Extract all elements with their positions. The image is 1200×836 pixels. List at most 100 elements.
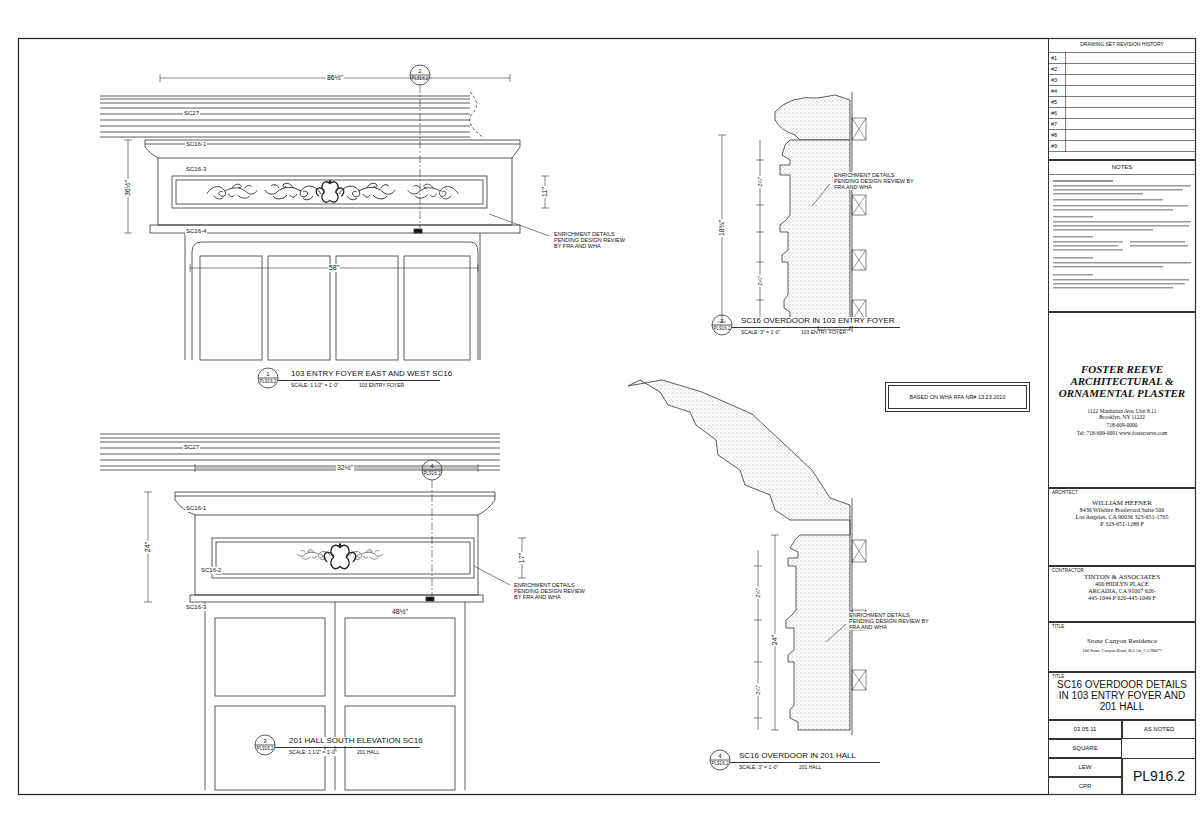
note-text: ENRICHMENT DETAILS PENDING DESIGN REVIEW…	[848, 612, 930, 630]
notes-text-lines	[1053, 274, 1093, 276]
section-103-foyer	[780, 140, 850, 330]
elevation-103-foyer	[410, 75, 430, 76]
title-block-text: SC16 OVERDOOR DETAILS IN 103 ENTRY FOYER…	[1052, 679, 1192, 712]
section-103-foyer	[775, 95, 850, 140]
section-201-hall	[730, 762, 880, 763]
notes-text-lines	[1053, 283, 1185, 285]
elevation-103-foyer	[185, 233, 480, 360]
title-block-text: PL916.2	[1133, 768, 1185, 784]
notes-text-lines	[1053, 241, 1123, 243]
elevation-201-hall	[422, 470, 442, 471]
elevation-103-foyer	[158, 158, 512, 225]
title-block-text: ARCHITECT	[1052, 490, 1078, 495]
section-103-foyer	[712, 315, 732, 335]
elevation-201-hall	[100, 434, 526, 790]
notes-text-lines	[1053, 180, 1191, 289]
elevation-103-foyer	[124, 74, 549, 272]
elevation-103-foyer	[258, 368, 278, 388]
elevation-103-foyer	[145, 140, 520, 158]
notes-text-lines	[1053, 185, 1191, 187]
notes-text-lines	[1053, 225, 1189, 227]
notes-text-lines	[1053, 221, 1191, 223]
notes-text-lines	[1053, 229, 1153, 231]
title-block-text: CPR	[1079, 783, 1092, 790]
section-201-hall	[710, 750, 730, 770]
notes-text-lines	[1130, 241, 1185, 243]
sheet-title-block: TITLESC16 OVERDOOR DETAILS IN 103 ENTRY …	[1048, 672, 1196, 720]
notes-panel: NOTES	[1048, 160, 1196, 312]
enrichment-ornament	[207, 184, 257, 199]
title-block-text: Stone Canyon Residence	[1087, 637, 1157, 645]
drawing-label: 48½"	[391, 608, 409, 616]
callout-number: PL916.2	[257, 747, 274, 752]
section-201-hall	[628, 380, 850, 520]
section-103-foyer	[712, 325, 732, 326]
elevation-201-hall	[255, 745, 275, 746]
drawing-label: SCALE: 1 1/2" = 1'-0"	[288, 750, 338, 756]
notes-text-lines	[1053, 205, 1188, 207]
note-box: BASED ON WHA RFA NR# 13.23.2010	[885, 382, 1030, 412]
elevation-201-hall	[474, 566, 510, 585]
elevation-103-foyer	[420, 85, 421, 228]
drawing-label: 36½"	[124, 179, 132, 197]
elevation-103-foyer	[410, 65, 430, 85]
title-block-text: 718-609-0090	[1106, 422, 1137, 428]
title-block-text: AS NOTED	[1144, 726, 1175, 733]
elevation-201-hall	[345, 618, 455, 696]
drawing-label: 2¼"	[755, 684, 761, 696]
elevation-103-foyer	[100, 65, 549, 388]
drawing-label: SC16-4	[185, 228, 207, 235]
notes-text-lines	[1053, 236, 1093, 238]
notes-text-lines	[1053, 287, 1173, 289]
note-text: ENRICHMENT DETAILS PENDING DESIGN REVIEW…	[833, 172, 915, 190]
drawing-label: SCALE: 1 1/2" = 1'-0"	[290, 383, 340, 389]
callout-number: PL916.2	[424, 472, 441, 477]
drawing-label: 103 ENTRY FOYER	[358, 383, 405, 389]
callout-number: 4	[718, 752, 721, 759]
revision-table: DRAWING SET REVISION HISTORY	[1048, 38, 1196, 160]
sheet-border	[19, 38, 1197, 795]
notes-text-lines	[1053, 245, 1118, 247]
elevation-201-hall	[190, 595, 483, 602]
section-103-foyer	[852, 118, 866, 320]
elevation-103-foyer	[258, 378, 278, 379]
callout-number: PL916.2	[412, 77, 429, 82]
note-text: ENRICHMENT DETAILS PENDING DESIGN REVIEW…	[513, 582, 593, 600]
drawing-label: SC16 OVERDOOR IN 201 HALL	[738, 752, 857, 761]
elevation-103-foyer	[470, 92, 484, 138]
section-201-hall	[710, 760, 730, 761]
checked-by-cell: LEW	[1048, 758, 1122, 777]
section-103-foyer	[712, 92, 900, 335]
notes-text-lines	[1053, 266, 1163, 268]
enrichment-ornament	[297, 550, 331, 560]
drawing-number-cell: PL916.2	[1122, 758, 1196, 795]
title-block-text: BASED ON WHA RFA NR# 13.23.2010	[910, 394, 1006, 400]
notes-text-lines	[1053, 279, 1189, 281]
section-103-foyer	[812, 184, 830, 206]
title-block-text: 03.05.11	[1074, 726, 1097, 733]
sheet-border	[1048, 53, 1196, 152]
project-block: TITLEStone Canyon Residence100 Stone Can…	[1048, 622, 1196, 672]
title-block-text: WILLIAM HEFNER	[1092, 499, 1152, 507]
enrichment-ornament	[297, 544, 383, 569]
drawing-label: SCALE: 3" = 1'-0"	[738, 765, 779, 771]
callout-number: #2	[1051, 66, 1057, 72]
drawing-label: 201 HALL	[356, 750, 380, 756]
callout-number: #9	[1051, 143, 1057, 149]
title-block-text: TITLE	[1052, 624, 1064, 629]
callout-number: #3	[1051, 77, 1057, 83]
note-text: ENRICHMENT DETAILS PENDING DESIGN REVIEW…	[553, 231, 633, 249]
drawing-label: 201 HALL	[798, 765, 822, 771]
drawing-label: 32½"	[336, 464, 354, 472]
enrichment-ornament	[265, 183, 321, 199]
title-block-text: 8436 Wilshire Boulevard Suite 500 Los An…	[1075, 507, 1170, 528]
sheet-border	[1048, 174, 1196, 175]
callout-number: PL916.2	[714, 327, 731, 332]
drawing-label: 103 ENTRY FOYER EAST AND WEST SC16	[290, 370, 453, 379]
drawing-label: SC16-1	[185, 141, 207, 148]
architect-block: ARCHITECT WILLIAM HEFNER8436 Wilshire Bou…	[1048, 488, 1196, 566]
callout-number: #1	[1051, 55, 1057, 61]
title-block-text: TITLE	[1052, 674, 1064, 679]
drawing-label: SC27	[183, 444, 200, 451]
drawing-label: 86½"	[326, 74, 344, 82]
